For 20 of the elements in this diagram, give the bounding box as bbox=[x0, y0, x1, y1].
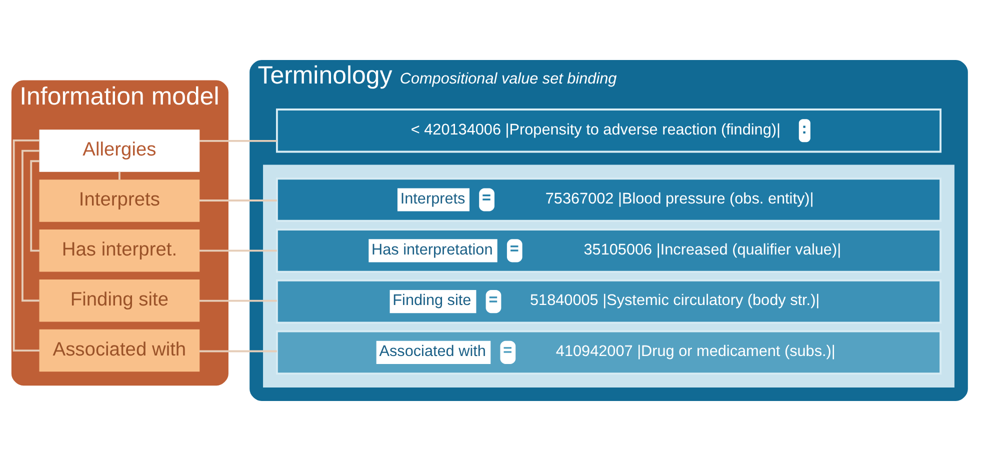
connector bbox=[12, 140, 40, 352]
connector bbox=[199, 200, 277, 202]
connector bbox=[118, 172, 120, 180]
connector bbox=[199, 350, 277, 352]
node-box: Has interpretation = 35105006 |Increased (qualifier value)| bbox=[276, 228, 942, 273]
cluster bbox=[263, 164, 954, 388]
connector bbox=[199, 140, 277, 142]
node-box: Finding site = 51840005 |Systemic circulatory (body str.)| bbox=[276, 279, 942, 324]
connector bbox=[22, 150, 40, 302]
node-box: Allergies bbox=[39, 130, 200, 172]
node-box: < 420134006 |Propensity to adverse reaction (finding)| : bbox=[276, 108, 942, 153]
node-box: Interprets bbox=[39, 180, 200, 222]
connector bbox=[199, 250, 277, 252]
node-box: Interprets = 75367002 |Blood pressure (obs. entity)| bbox=[276, 178, 942, 222]
node-box: Associated with = 410942007 |Drug or medicament (subs.)| bbox=[276, 330, 942, 375]
node-box: Associated with bbox=[39, 329, 200, 372]
connector bbox=[30, 160, 40, 252]
connector bbox=[199, 300, 277, 302]
node-box: Finding site bbox=[39, 279, 200, 322]
node-box: Has interpret. bbox=[39, 230, 200, 272]
